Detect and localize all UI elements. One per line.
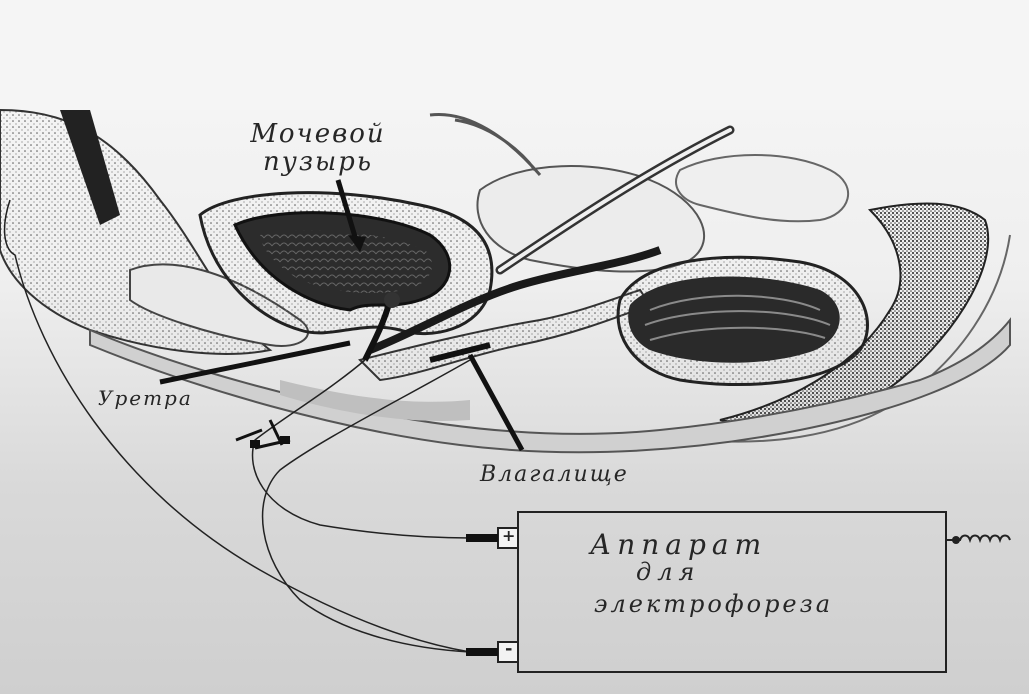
bladder-label: Мочевой пузырь — [218, 120, 418, 176]
urethra-label: Уретра — [98, 386, 193, 410]
wire-clip-a — [250, 440, 260, 448]
vagina-label: Влагалище — [480, 462, 629, 487]
paper-top — [0, 0, 1029, 110]
device-minus-sign: - — [505, 638, 512, 659]
device-title-line2: для — [636, 558, 700, 586]
plus-plug — [466, 534, 498, 542]
uterus — [477, 166, 704, 271]
device-title-line1: Аппарат — [590, 528, 767, 561]
device-title-line3: электрофореза — [594, 590, 833, 618]
power-cord-knob — [952, 536, 960, 544]
intestine-loops — [676, 155, 848, 221]
wire-clip-b — [280, 436, 290, 444]
device-plus-sign: + — [502, 526, 515, 545]
minus-plug — [466, 648, 498, 656]
ligament — [430, 114, 540, 175]
urethra-electrode-tip — [384, 292, 400, 308]
